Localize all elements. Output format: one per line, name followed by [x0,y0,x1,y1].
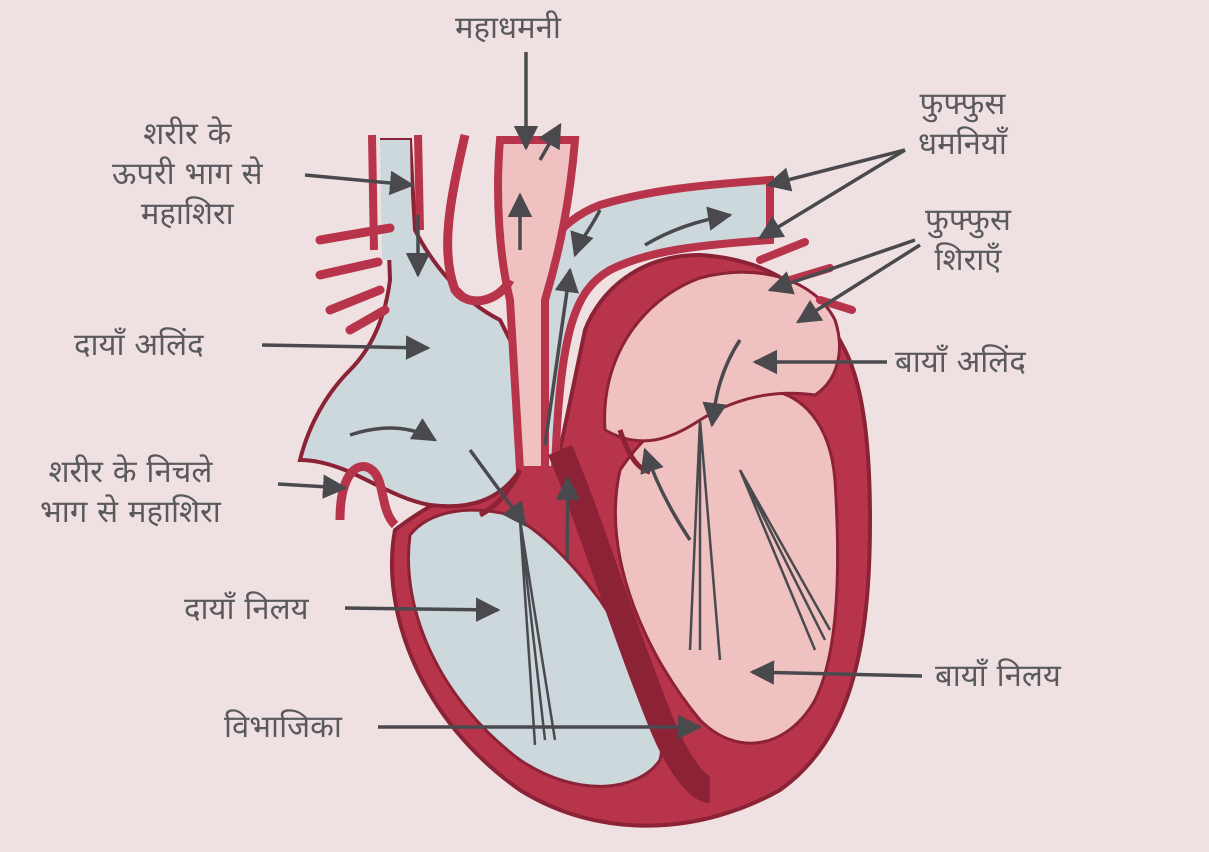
label-pulmonary-arteries: फुफ्फुस धमनियाँ [918,84,1007,164]
label-superior-vena-cava: शरीर के ऊपरी भाग से महाशिरा [112,114,263,234]
label-left-atrium: बायाँ अलिंद [895,342,1026,382]
brachiocephalic-vessels [320,228,390,330]
label-aorta: महाधमनी [455,8,561,48]
label-left-ventricle: बायाँ निलय [935,656,1061,696]
label-right-atrium: दायाँ अलिंद [74,325,204,365]
label-pulmonary-veins: फुफ्फुस शिराएँ [925,200,1011,280]
label-inferior-vena-cava: शरीर के निचले भाग से महाशिरा [40,452,221,532]
label-right-ventricle: दायाँ निलय [184,589,309,629]
label-septum: विभाजिका [224,707,342,747]
